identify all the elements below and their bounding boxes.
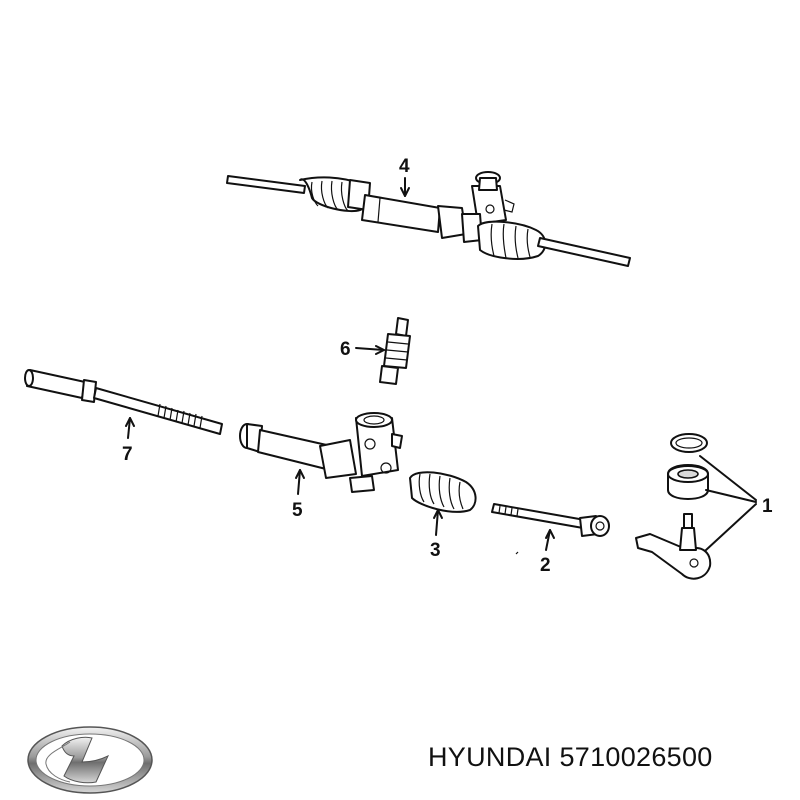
pinion-valve (379, 317, 411, 385)
brand-part-caption: HYUNDAI 5710026500 (428, 742, 713, 773)
rack-housing (239, 412, 403, 493)
callout-labels: 4 6 7 5 3 2 1 (122, 156, 773, 576)
callout-4: 4 (399, 156, 410, 177)
callout-3: 3 (430, 540, 441, 561)
inner-tie-rod (491, 503, 610, 555)
hyundai-logo-icon (27, 726, 153, 794)
rack-bar (24, 369, 223, 435)
part-number: 5710026500 (559, 742, 713, 772)
rack-teeth (157, 403, 203, 429)
callout-7: 7 (122, 444, 133, 465)
leader-lines (125, 177, 757, 551)
tie-rod-end-kit (635, 433, 712, 580)
steering-rack-assembly (226, 171, 631, 267)
callout-6: 6 (340, 339, 351, 360)
right-bellows (477, 220, 547, 260)
brand-name: HYUNDAI (428, 742, 552, 772)
callout-2: 2 (540, 555, 551, 576)
callout-1: 1 (762, 496, 773, 517)
callout-5: 5 (292, 500, 303, 521)
bellows-boot (409, 471, 477, 513)
